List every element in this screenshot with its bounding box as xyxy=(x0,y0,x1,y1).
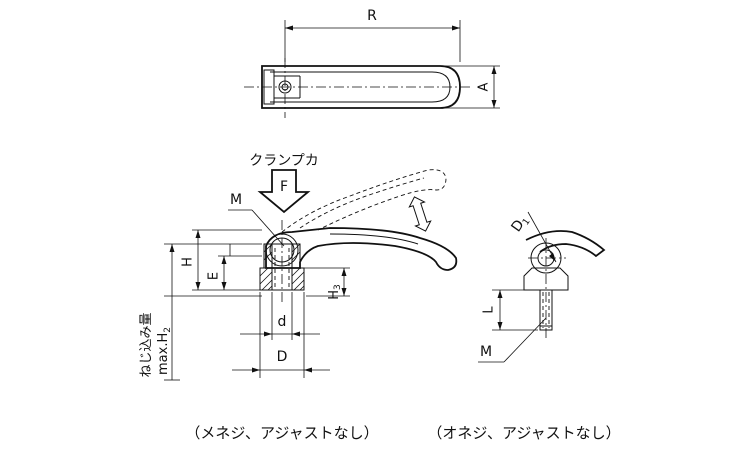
dimension-d1-leader xyxy=(527,211,557,263)
thread-depth-line1: ねじ込み量 xyxy=(139,312,154,377)
dimension-l-label: L xyxy=(482,306,497,314)
thread-m-leader xyxy=(251,209,285,247)
front-view: クランプカ F M xyxy=(139,153,458,381)
lever-clamped xyxy=(265,227,458,271)
dimension-d1-label: D1 xyxy=(508,212,532,236)
force-f-label: F xyxy=(280,179,288,195)
dimension-a-label: A xyxy=(477,82,492,91)
side-view-stud xyxy=(539,289,553,331)
clamp-force-label: クランプカ xyxy=(249,153,319,169)
dimension-h-label: H xyxy=(181,257,196,267)
thread-m-label: M xyxy=(230,192,242,208)
dimension-h3-label: H3 xyxy=(327,284,343,300)
thread-m-right-label: M xyxy=(480,344,492,360)
top-view: R A xyxy=(244,8,500,118)
thread-depth-text: ねじ込み量 xyxy=(139,312,154,377)
dimension-d-large-label: D xyxy=(277,349,288,365)
thread-depth-line2: max.H2 xyxy=(156,327,173,375)
lever-open-dashed xyxy=(281,169,447,233)
swing-double-arrow xyxy=(408,196,432,232)
side-view-lever xyxy=(525,230,606,258)
clamp-force-arrow xyxy=(257,169,311,214)
dimension-e-label: E xyxy=(207,272,222,280)
caption-male-thread: （オネジ、アジャストなし） xyxy=(427,424,620,442)
dimension-r-label: R xyxy=(367,8,377,24)
thread-m-right-leader xyxy=(503,317,547,363)
caption-female-thread: （メネジ、アジャストなし） xyxy=(185,424,378,442)
dimension-d-small-label: d xyxy=(278,314,287,330)
side-view: D1 L M xyxy=(478,211,606,363)
